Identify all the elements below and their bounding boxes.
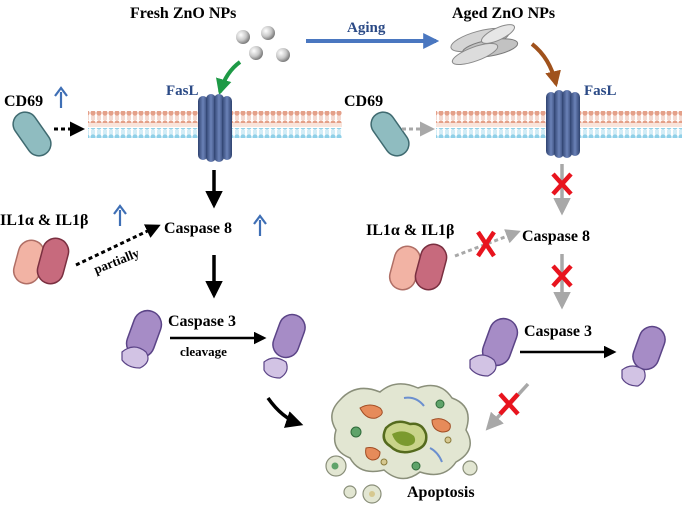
right-fasl-label: FasL xyxy=(584,83,617,99)
right-il-cells-icon xyxy=(388,243,448,291)
left-il-partial-arrow xyxy=(75,224,161,267)
right-caspase3-label: Caspase 3 xyxy=(524,323,592,340)
right-cd69-label: CD69 xyxy=(344,93,383,110)
block-cross-icon xyxy=(476,230,496,258)
right-cd69-cell-icon xyxy=(370,111,410,157)
fresh-zno-title: Fresh ZnO NPs xyxy=(130,5,236,22)
left-caspase8-up-arrow-icon xyxy=(253,214,267,236)
left-caspase3-label: Caspase 3 xyxy=(168,313,236,330)
left-caspase8-label: Caspase 8 xyxy=(164,220,232,237)
cleavage-label: cleavage xyxy=(180,344,227,359)
partially-label: partially xyxy=(92,245,142,277)
fresh-to-fasl-arrow xyxy=(216,60,242,96)
left-fasl-label: FasL xyxy=(166,83,199,99)
left-cd69-up-arrow-icon xyxy=(54,86,68,108)
aged-zno-title: Aged ZnO NPs xyxy=(452,5,555,22)
right-il-label: IL1α & IL1β xyxy=(366,222,454,239)
aging-label: Aging xyxy=(347,20,386,36)
right-caspase8-label: Caspase 8 xyxy=(522,228,590,245)
apoptotic-cell-icon xyxy=(325,383,478,504)
fresh-nanoparticles-icon xyxy=(236,26,290,62)
apoptosis-label: Apoptosis xyxy=(407,484,475,501)
block-cross-icon xyxy=(551,264,573,288)
right-fasl-receptor-icon xyxy=(546,90,580,158)
left-il-cells-icon xyxy=(12,237,70,285)
left-cd69-label: CD69 xyxy=(4,93,43,110)
block-cross-icon xyxy=(498,392,520,416)
left-fasl-receptor-icon xyxy=(198,94,232,162)
left-il-up-arrow-icon xyxy=(113,204,127,226)
aged-to-fasl-arrow xyxy=(530,42,561,88)
left-to-apoptosis-arrow xyxy=(266,396,304,428)
left-cleaved-caspase3-cell-icon xyxy=(263,313,306,379)
aged-nanoparticles-icon xyxy=(450,24,519,66)
right-cleaved-caspase3-cell-icon xyxy=(621,325,666,387)
right-il-arrow xyxy=(454,229,521,258)
left-cd69-cell-icon xyxy=(12,111,52,157)
left-procaspase3-cell-icon xyxy=(121,309,163,369)
block-cross-icon xyxy=(551,172,573,196)
right-procaspase3-cell-icon xyxy=(469,317,519,377)
left-il-label: IL1α & IL1β xyxy=(0,212,88,229)
